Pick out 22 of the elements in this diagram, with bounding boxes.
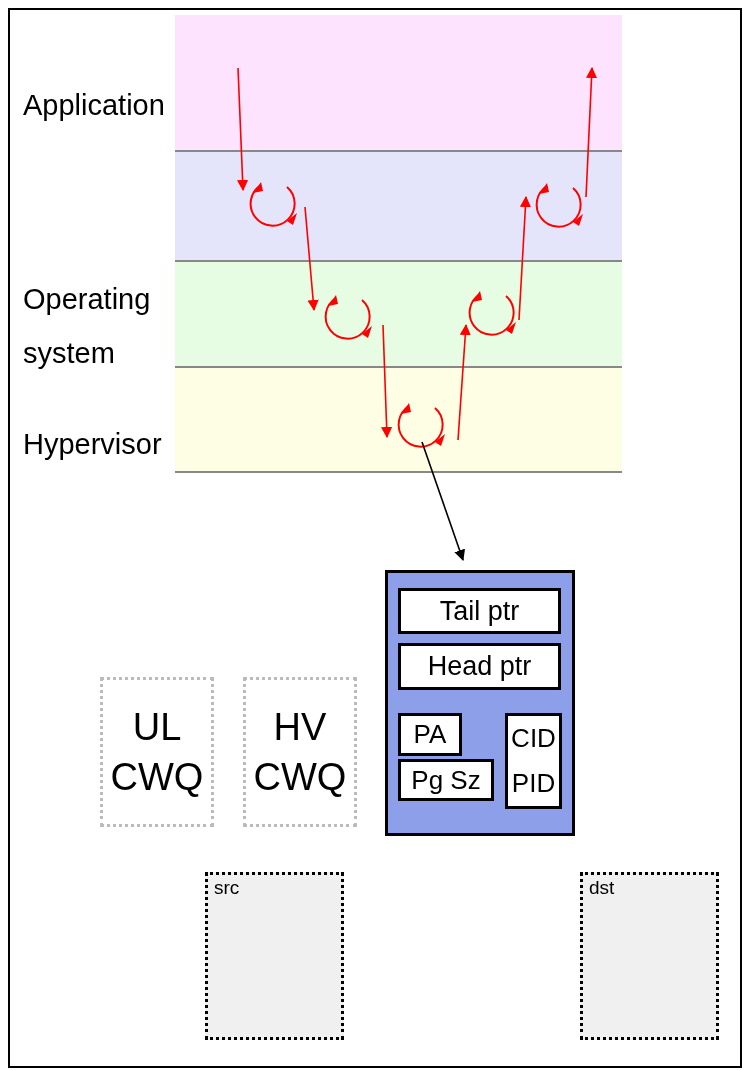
descriptor-panel bbox=[385, 570, 575, 836]
descriptor-field: Tail ptr bbox=[398, 588, 561, 634]
arrow bbox=[457, 323, 471, 441]
memory-buffer: dst bbox=[580, 872, 719, 1040]
arrow bbox=[518, 195, 531, 321]
layer-label: Operating system bbox=[23, 282, 152, 371]
descriptor-field: Head ptr bbox=[398, 643, 561, 690]
arrow bbox=[304, 206, 319, 312]
arrow bbox=[381, 324, 393, 439]
layer-label: Application bbox=[23, 88, 166, 123]
queue-box: HV CWQ bbox=[243, 677, 357, 827]
descriptor-field: Pg Sz bbox=[398, 759, 494, 801]
field-label: PID bbox=[511, 768, 556, 799]
layer-label: Hypervisor bbox=[23, 427, 163, 462]
arrow bbox=[585, 66, 598, 198]
arrow bbox=[237, 67, 249, 192]
memory-buffer: src bbox=[205, 872, 344, 1040]
descriptor-field: PA bbox=[398, 713, 462, 756]
arrow bbox=[421, 441, 465, 562]
field-label: CID bbox=[511, 723, 556, 754]
descriptor-field bbox=[505, 713, 562, 809]
queue-box: UL CWQ bbox=[100, 677, 214, 827]
